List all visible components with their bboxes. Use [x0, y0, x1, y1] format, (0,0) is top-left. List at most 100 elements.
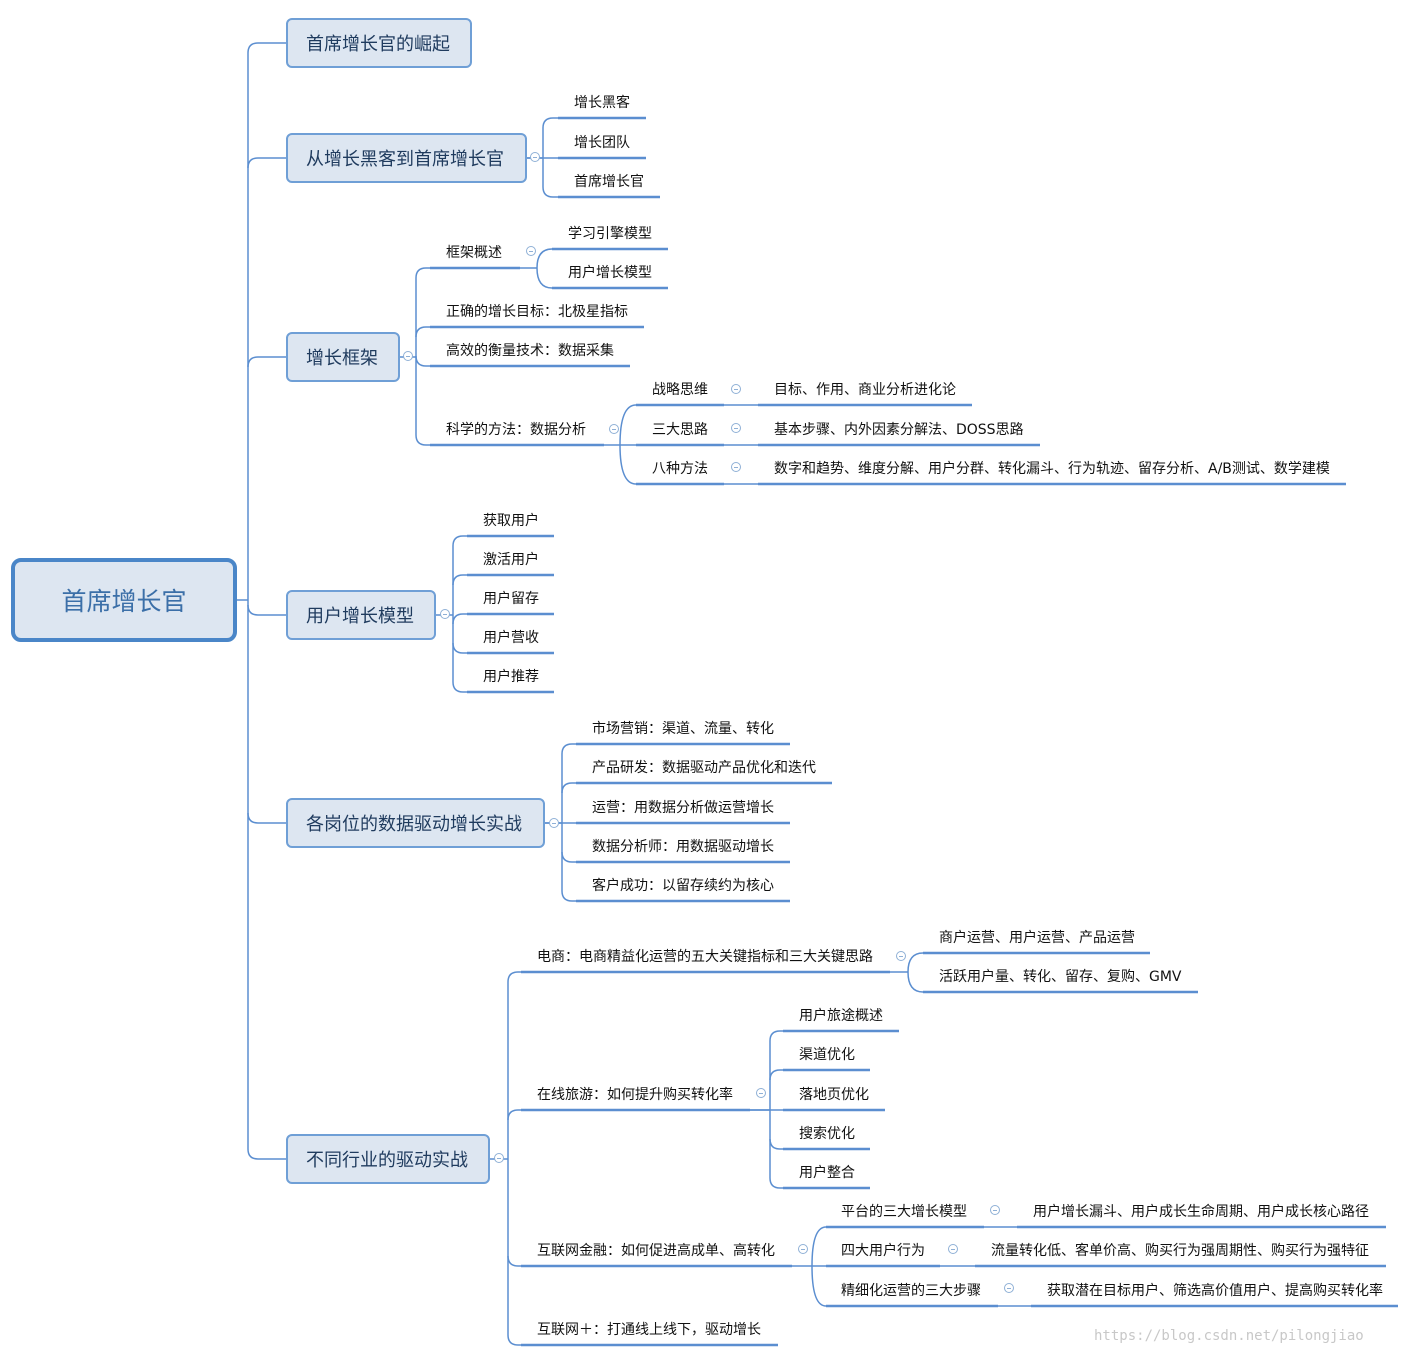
connector-line — [619, 404, 724, 446]
node-data-analyst[interactable]: 数据分析师：用数据驱动增长 — [592, 839, 774, 855]
node-ecommerce[interactable]: 电商：电商精益化运营的五大关键指标和三大关键思路 — [537, 949, 873, 965]
node-marketing[interactable]: 市场营销：渠道、流量、转化 — [592, 721, 774, 737]
node-data-collection[interactable]: 高效的衡量技术：数据采集 — [446, 343, 614, 359]
connector-line — [907, 952, 1150, 973]
node-cgo[interactable]: 首席增长官 — [574, 174, 644, 190]
node-ideas-detail[interactable]: 基本步骤、内外因素分解法、DOSS思路 — [774, 422, 1024, 438]
node-ecommerce-metrics[interactable]: 活跃用户量、转化、留存、复购、GMV — [939, 969, 1182, 985]
branch-hacker-to-cgo[interactable]: 从增长黑客到首席增长官 — [286, 133, 527, 183]
node-operations[interactable]: 运营：用数据分析做运营增长 — [592, 800, 774, 816]
node-platform-models[interactable]: 平台的三大增长模型 — [841, 1204, 967, 1220]
branch-growth-framework[interactable]: 增长框架 — [286, 332, 400, 382]
node-framework-overview[interactable]: 框架概述 — [446, 245, 502, 261]
connector-line — [415, 355, 430, 367]
node-search-opt[interactable]: 搜索优化 — [799, 1126, 855, 1142]
collapse-toggle-icon[interactable] — [731, 384, 741, 394]
collapse-toggle-icon[interactable] — [609, 424, 619, 434]
node-user-growth-model[interactable]: 用户增长模型 — [568, 265, 652, 281]
collapse-toggle-icon[interactable] — [403, 351, 413, 361]
node-refined-ops[interactable]: 精细化运营的三大步骤 — [841, 1283, 981, 1299]
connector-line — [452, 574, 467, 586]
node-internet-plus[interactable]: 互联网＋：打通线上线下，驱动增长 — [537, 1322, 761, 1338]
node-revenue[interactable]: 用户营收 — [483, 630, 539, 646]
node-landing-opt[interactable]: 落地页优化 — [799, 1087, 869, 1103]
node-platform-detail[interactable]: 用户增长漏斗、用户成长生命周期、用户成长核心路径 — [1033, 1204, 1369, 1220]
connector-line — [769, 1177, 783, 1189]
connector-line — [561, 890, 576, 902]
collapse-toggle-icon[interactable] — [526, 246, 536, 256]
connector-line — [247, 356, 286, 368]
connector-line — [561, 743, 576, 755]
connector-line — [769, 1030, 783, 1042]
root-node[interactable]: 首席增长官 — [11, 558, 237, 642]
connector-line — [907, 971, 1198, 993]
collapse-toggle-icon[interactable] — [731, 423, 741, 433]
collapse-toggle-icon[interactable] — [756, 1088, 766, 1098]
connector-line — [452, 535, 467, 547]
node-growth-team[interactable]: 增长团队 — [574, 135, 630, 151]
node-retention[interactable]: 用户留存 — [483, 591, 539, 607]
node-internet-finance[interactable]: 互联网金融：如何促进高成单、高转化 — [537, 1243, 775, 1259]
connector-line — [561, 782, 576, 794]
connector-line — [507, 1109, 521, 1121]
connector-line — [247, 604, 286, 616]
node-methods-detail[interactable]: 数字和趋势、维度分解、用户分群、转化漏斗、行为轨迹、留存分析、A/B测试、数学建… — [774, 461, 1330, 477]
node-growth-hacker[interactable]: 增长黑客 — [574, 95, 630, 111]
node-strategic-thinking[interactable]: 战略思维 — [652, 382, 708, 398]
collapse-toggle-icon[interactable] — [440, 609, 450, 619]
node-customer-success[interactable]: 客户成功：以留存续约为核心 — [592, 878, 774, 894]
collapse-toggle-icon[interactable] — [798, 1244, 808, 1254]
node-three-ideas[interactable]: 三大思路 — [652, 422, 708, 438]
collapse-toggle-icon[interactable] — [530, 152, 540, 162]
node-acquisition[interactable]: 获取用户 — [483, 513, 539, 529]
connector-line — [769, 1138, 783, 1150]
node-activation[interactable]: 激活用户 — [483, 552, 539, 568]
node-user-journey[interactable]: 用户旅途概述 — [799, 1008, 883, 1024]
node-eight-methods[interactable]: 八种方法 — [652, 461, 708, 477]
collapse-toggle-icon[interactable] — [896, 951, 906, 961]
branch-role-data-driven[interactable]: 各岗位的数据驱动增长实战 — [286, 798, 545, 848]
collapse-toggle-icon[interactable] — [731, 462, 741, 472]
node-behavior-detail[interactable]: 流量转化低、客单价高、购买行为强周期性、购买行为强特征 — [991, 1243, 1369, 1259]
connector-line — [811, 1226, 984, 1267]
connector-line — [507, 1255, 521, 1267]
node-ecommerce-ops[interactable]: 商户运营、用户运营、产品运营 — [939, 930, 1135, 946]
collapse-toggle-icon[interactable] — [549, 818, 559, 828]
node-learning-engine-model[interactable]: 学习引擎模型 — [568, 226, 652, 242]
connector-line — [542, 117, 558, 129]
branch-rise-of-cgo[interactable]: 首席增长官的崛起 — [286, 18, 472, 68]
node-strategic-detail[interactable]: 目标、作用、商业分析进化论 — [774, 382, 956, 398]
node-user-integration[interactable]: 用户整合 — [799, 1165, 855, 1181]
connector-line — [415, 267, 430, 279]
collapse-toggle-icon[interactable] — [1004, 1283, 1014, 1293]
connector-line — [247, 812, 286, 824]
node-product-rd[interactable]: 产品研发：数据驱动产品优化和迭代 — [592, 760, 816, 776]
connector-line — [769, 1069, 783, 1081]
connector-line — [536, 267, 668, 289]
connector-line — [452, 613, 467, 625]
node-referral[interactable]: 用户推荐 — [483, 669, 539, 685]
connector-line — [542, 186, 558, 198]
node-refined-detail[interactable]: 获取潜在目标用户、筛选高价值用户、提高购买转化率 — [1047, 1283, 1383, 1299]
branch-user-growth-model[interactable]: 用户增长模型 — [286, 590, 436, 640]
collapse-toggle-icon[interactable] — [494, 1153, 504, 1163]
connector-line — [247, 157, 286, 169]
node-online-travel[interactable]: 在线旅游：如何提升购买转化率 — [537, 1087, 733, 1103]
connector-line — [452, 681, 467, 693]
connector-line — [507, 971, 521, 983]
connector-line — [247, 42, 286, 54]
node-north-star-metric[interactable]: 正确的增长目标：北极星指标 — [446, 304, 628, 320]
branch-industry-practice[interactable]: 不同行业的驱动实战 — [286, 1134, 490, 1184]
connector-line — [452, 642, 467, 654]
connector-line — [619, 444, 724, 485]
connector-line — [536, 248, 668, 269]
node-user-behaviors[interactable]: 四大用户行为 — [841, 1243, 925, 1259]
collapse-toggle-icon[interactable] — [948, 1244, 958, 1254]
collapse-toggle-icon[interactable] — [990, 1205, 1000, 1215]
connector-line — [415, 326, 430, 338]
node-channel-opt[interactable]: 渠道优化 — [799, 1047, 855, 1063]
watermark: https://blog.csdn.net/pilongjiao — [1094, 1328, 1364, 1344]
node-data-analysis[interactable]: 科学的方法：数据分析 — [446, 422, 586, 438]
